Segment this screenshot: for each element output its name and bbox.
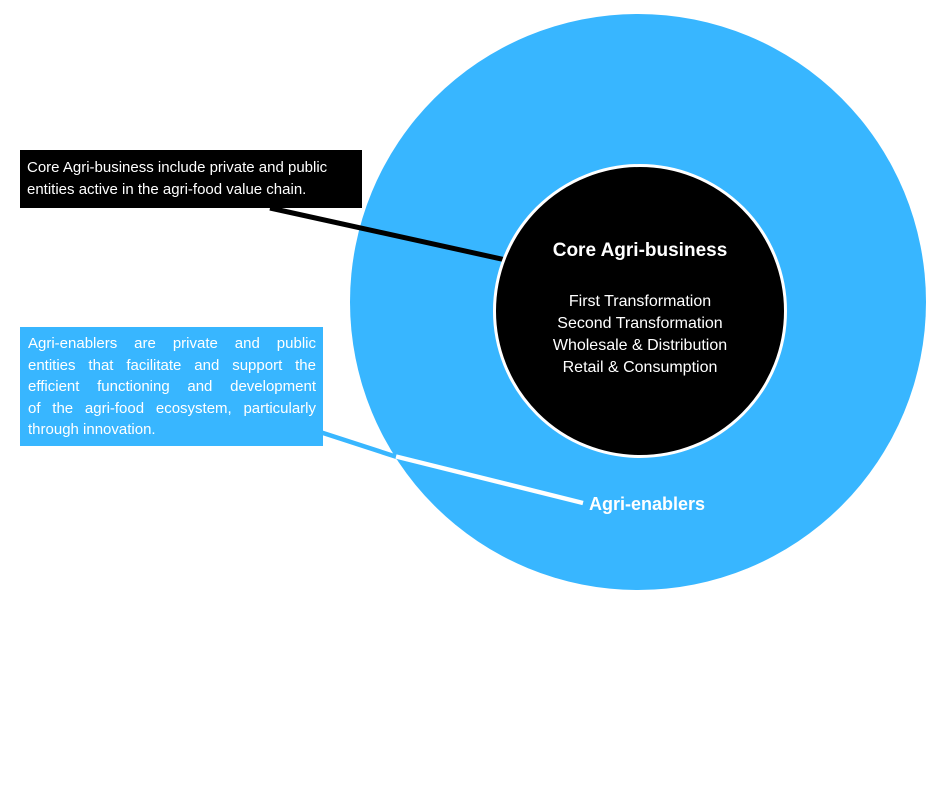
inner-circle-item: Wholesale & Distribution [552,337,728,354]
enablers-callout-text-line: entities that facilitate and support the [28,356,316,374]
outer-circle-label: Agri-enablers [589,494,706,514]
inner-circle-item: First Transformation [568,293,712,310]
enablers-connector-blue-segment [319,429,401,461]
enablers-callout-text-line: of the agri-food ecosystem, particularly [28,399,316,417]
inner-circle [493,164,787,458]
inner-circle-item: Second Transformation [557,315,723,332]
inner-circle-title: Core Agri-business [552,240,728,261]
core-callout-text-line: Core Agri-business include private and p… [27,159,328,176]
core-callout-connector-line [269,205,516,265]
core-callout-text-line: entities active in the agri-food value c… [27,181,307,198]
inner-circle-text-block: Core Agri-business First Transformation … [460,239,820,379]
enablers-callout-box: Agri-enablers are private and public ent… [20,327,323,446]
enablers-connector-white-segment [395,454,584,506]
inner-circle-item: Retail & Consumption [562,359,718,376]
enablers-callout-text-line: Agri-enablers are private and public [28,335,316,352]
enablers-callout-text-line: through innovation. [28,421,156,438]
core-callout-box: Core Agri-business include private and p… [20,150,362,208]
enablers-callout-text-line: efficient functioning and development [28,378,316,395]
